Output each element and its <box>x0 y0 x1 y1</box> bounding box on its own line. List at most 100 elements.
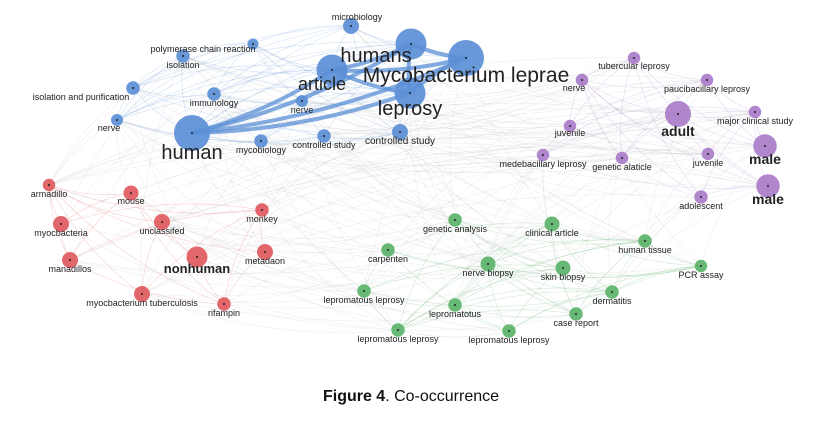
edge <box>399 57 635 133</box>
label-myocbacterium-tuberculosis: myocbacterium tuberculosis <box>86 298 198 308</box>
edge <box>132 87 215 97</box>
edge <box>261 147 709 211</box>
edge <box>116 43 254 121</box>
label-microbiology: microbiology <box>332 12 383 22</box>
node-center-juvenile1 <box>569 125 571 127</box>
edge <box>141 293 399 333</box>
edge <box>399 131 489 265</box>
edge <box>60 93 215 225</box>
edge <box>132 25 352 89</box>
edge <box>542 154 769 189</box>
edge <box>644 79 708 242</box>
edge <box>116 119 389 251</box>
label-case-report: case report <box>553 318 599 328</box>
label-immunology: immunology <box>190 98 239 108</box>
edge <box>581 79 708 88</box>
label-adolescent: adolescent <box>679 201 723 211</box>
node-center-carpenten <box>387 249 389 251</box>
edge <box>260 140 456 221</box>
node-center-nerve1 <box>301 100 303 102</box>
edge <box>116 119 266 253</box>
edge <box>397 263 489 331</box>
edge <box>48 128 709 186</box>
node-center-metadaon <box>264 251 266 253</box>
edge <box>350 25 401 133</box>
edge <box>60 219 456 246</box>
label-myocbacteria: myocbacteria <box>34 228 88 238</box>
edge <box>409 57 635 95</box>
label-nerve-biopsy: nerve biopsy <box>462 268 514 278</box>
edge <box>48 184 263 214</box>
edge <box>399 131 577 315</box>
node-center-humans <box>410 43 412 45</box>
edge <box>551 223 702 267</box>
edge <box>213 92 411 106</box>
edge <box>140 55 184 295</box>
edge <box>196 256 510 332</box>
label-pcr-assay: PCR assay <box>678 270 724 280</box>
edge <box>261 209 399 331</box>
edge <box>182 55 646 242</box>
edge <box>69 79 708 261</box>
edge <box>387 222 553 251</box>
edge <box>213 93 266 253</box>
label-nerve1: nerve <box>291 105 314 115</box>
edge <box>196 152 709 258</box>
node-center-medebacillary-leprosy <box>542 154 544 156</box>
edge <box>487 113 679 265</box>
edge <box>196 256 365 292</box>
edge <box>141 223 553 297</box>
label-human: human <box>161 142 222 164</box>
edge <box>454 219 646 245</box>
label-paucibacillary-leprosy: paucibacillary leprosy <box>664 84 751 94</box>
edge <box>607 157 623 293</box>
label-nerve2: nerve <box>98 123 121 133</box>
edge <box>116 119 564 269</box>
edge <box>562 111 756 269</box>
edge <box>397 240 646 331</box>
edge <box>611 265 702 293</box>
edge <box>363 239 646 292</box>
edge <box>542 154 564 269</box>
label-juvenile1: juvenile <box>554 128 586 138</box>
edge <box>132 87 489 265</box>
node-center-skin-biopsy <box>562 267 564 269</box>
edge <box>399 79 583 133</box>
node-center-tubercular-leprosy <box>633 57 635 59</box>
edge <box>454 287 613 306</box>
edge <box>350 25 544 156</box>
edge <box>130 108 679 194</box>
edge <box>621 79 708 159</box>
label-manadillos: manadillos <box>48 264 92 274</box>
edge <box>252 43 709 155</box>
label-mycobiology: mycobiology <box>236 145 287 155</box>
edge <box>60 203 263 225</box>
edge <box>261 209 389 251</box>
node-center-nerve2 <box>116 119 118 121</box>
edge <box>182 55 769 187</box>
edge <box>223 219 456 305</box>
edge <box>397 219 456 331</box>
label-metadaon: metadaon <box>245 256 285 266</box>
edge <box>611 185 769 293</box>
edge <box>508 291 613 332</box>
edge <box>48 142 769 187</box>
node-center-mycobiology <box>260 140 262 142</box>
edge <box>182 55 333 74</box>
edge <box>397 309 577 331</box>
edge <box>542 154 623 162</box>
edge <box>700 145 766 267</box>
edge <box>397 329 510 338</box>
edge <box>449 57 467 221</box>
edge <box>575 240 646 315</box>
edge <box>454 219 613 293</box>
edge <box>387 249 564 272</box>
node-center-myocbacterium-tuberculosis <box>141 293 143 295</box>
edge <box>48 184 225 305</box>
edge <box>130 192 225 305</box>
edge <box>182 55 411 95</box>
edge <box>213 25 352 95</box>
edge <box>130 122 571 194</box>
label-armadillo: armadillo <box>31 189 68 199</box>
